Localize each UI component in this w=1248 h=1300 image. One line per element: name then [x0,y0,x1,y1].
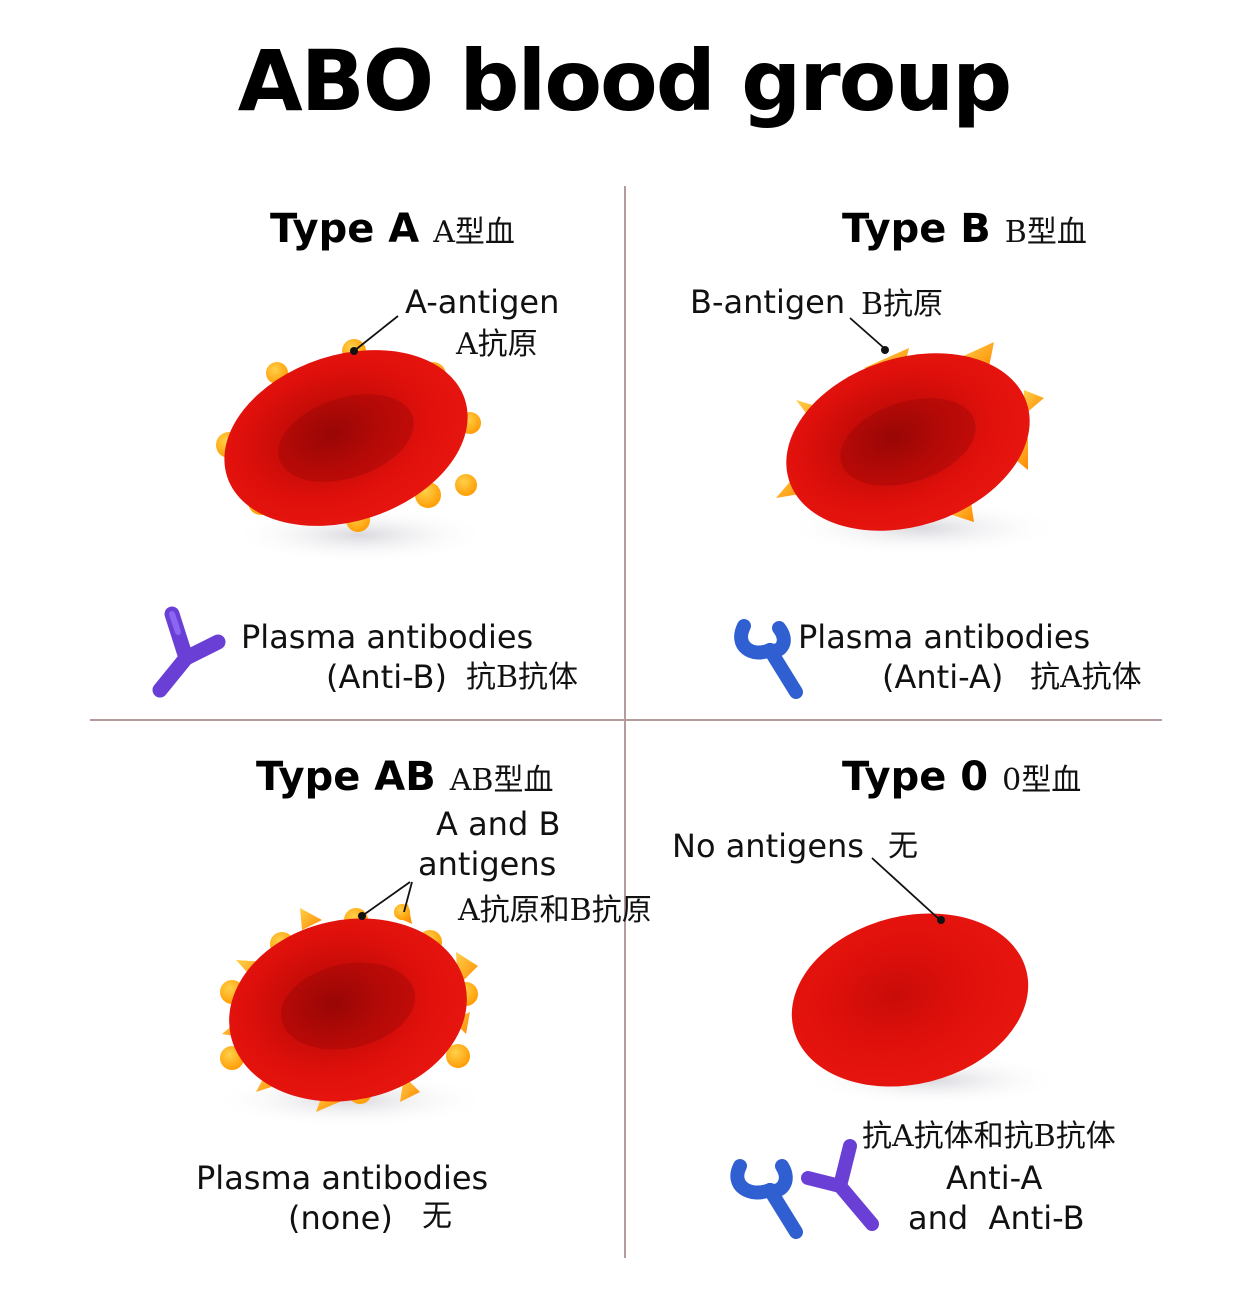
page-title: ABO blood group [237,32,1013,130]
type-b-antibodies-label: Plasma antibodies [798,618,1091,656]
type-o-title-zh: 0型血 [1002,763,1082,798]
type-ab-antibody-zh: 无 [422,1199,452,1234]
type-b-heading: Type B B型血 [842,206,1087,252]
quadrant-type-ab: Type AB AB型血 A and B antigens A抗原和B抗原 [0,720,652,1260]
b-antigen-label-zh: B抗原 [861,287,944,322]
ab-antigen-label-line1: A and B [436,805,561,843]
horizontal-divider [90,719,1162,721]
cell-shadow [230,507,490,563]
quadrant-type-o: Type 0 0型血 No antigens 无 [624,720,1248,1260]
quadrant-type-a: Type A A型血 A-antigen A抗原 [0,180,624,720]
type-a-title: Type A [270,206,420,252]
o-antigen-label: No antigens [672,827,864,865]
antigen-spike [222,904,478,1112]
type-ab-heading: Type AB AB型血 [256,754,553,800]
type-o-heading: Type 0 0型血 [842,754,1081,800]
antigen-bump [216,339,481,532]
type-o-antibody-line1: Anti-A [946,1159,1043,1197]
a-antigen-label-zh: A抗原 [456,327,538,362]
quadrant-type-b: Type B B型血 B-antigen B抗原 [624,180,1248,720]
type-b-title: Type B [842,206,991,252]
type-b-antibody-name: (Anti-A) [882,658,1004,696]
type-a-antibody-name: (Anti-B) [326,658,447,696]
antigen-bump [220,904,478,1104]
antigen-leader-line [361,881,411,917]
ab-antigen-label-line2: antigens [418,845,557,883]
ab-antigen-label-zh: A抗原和B抗原 [458,893,652,928]
type-a-title-zh: A型血 [433,215,515,250]
b-antigen-label: B-antigen [690,283,846,321]
antigen-pointer-dot [881,346,889,354]
red-blood-cell [229,918,467,1102]
type-ab-title-zh: AB型血 [449,763,554,798]
antigen-leader-line [403,881,413,913]
antigen-pointer-dot [350,347,358,355]
red-blood-cell [786,353,1030,531]
type-o-title: Type 0 [842,754,989,800]
antigen-pointer-dot [937,916,945,924]
antigen-leader-line [849,317,885,349]
o-antigen-label-zh: 无 [888,829,918,864]
type-o-antibody-line2: and Anti-B [908,1199,1085,1237]
type-ab-antibodies-label: Plasma antibodies [196,1159,489,1197]
antigen-leader-line [353,315,399,352]
antibody-u-icon [730,1159,803,1239]
type-a-antibodies-label: Plasma antibodies [241,618,534,656]
vertical-divider [624,186,626,1258]
antibody-y-icon [801,1139,879,1231]
antigen-spike [776,342,1044,525]
type-ab-antibody-name: (none) [288,1199,393,1237]
type-b-title-zh: B型血 [1004,215,1087,250]
type-b-antibody-zh: 抗A抗体 [1030,660,1142,695]
type-a-antibody-zh: 抗B抗体 [466,660,579,695]
red-blood-cell [224,350,468,526]
type-o-antibody-zh: 抗A抗体和抗B抗体 [862,1119,1116,1154]
type-a-heading: Type A A型血 [270,206,515,252]
type-o-cell-art [791,857,1064,1106]
red-blood-cell [791,913,1029,1087]
type-ab-title: Type AB [256,754,436,800]
antigen-pointer-dot [358,912,366,920]
a-antigen-label: A-antigen [405,283,560,321]
antigen-leader-line [871,857,941,921]
